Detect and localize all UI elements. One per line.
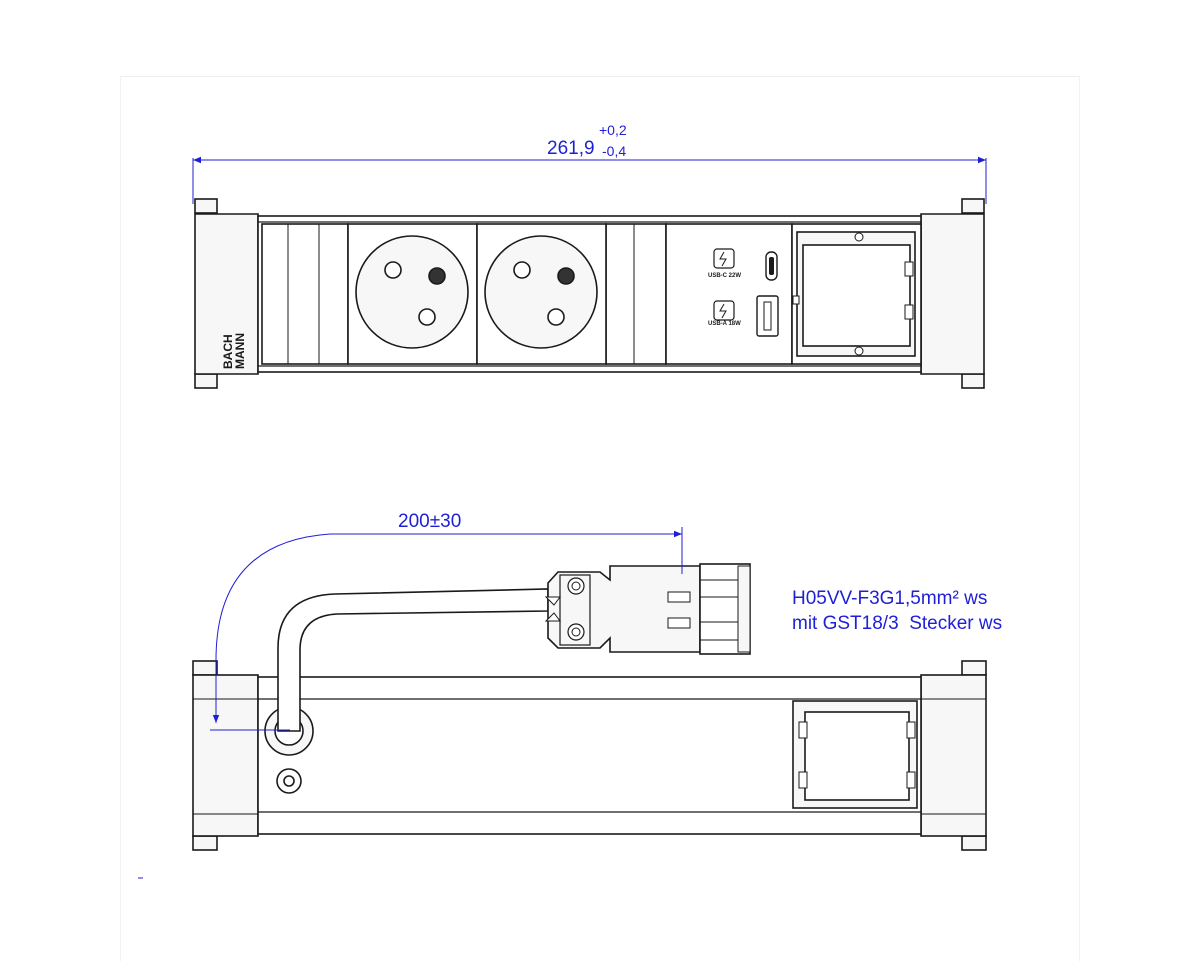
end-tab-bottom-right xyxy=(961,373,985,389)
socket-2 xyxy=(476,223,607,365)
usb-a-label: USB-A 18W xyxy=(708,321,741,327)
blank-insert-left xyxy=(261,223,349,365)
side-end-cap-right xyxy=(920,674,987,837)
cable-note-line1: H05VV-F3G1,5mm² ws xyxy=(792,588,988,609)
width-tolerance-plus: +0,2 xyxy=(599,122,627,138)
end-tab-bottom-left xyxy=(194,373,218,389)
drawing-frame xyxy=(120,76,1080,961)
blank-insert-middle xyxy=(605,223,667,365)
socket-1 xyxy=(347,223,478,365)
data-module-frame xyxy=(791,223,922,365)
cable-length-dimension xyxy=(210,527,683,731)
width-dimension-value: 261,9 xyxy=(547,138,595,159)
end-cap-right xyxy=(920,213,985,375)
brand-logo-line2: MANN xyxy=(233,333,247,369)
width-dimension xyxy=(192,156,987,204)
brand-logo-line1: BACH xyxy=(221,334,235,369)
cable-note-line2: mit GST18/3 Stecker ws xyxy=(792,613,1003,634)
end-cap-left xyxy=(194,213,259,375)
end-tab-top-left xyxy=(194,198,218,214)
brand-logo: BACH MANN xyxy=(221,333,247,369)
end-tab-top-right xyxy=(961,198,985,214)
gst18-connector xyxy=(544,563,751,655)
cable-length-value: 200±30 xyxy=(398,511,462,532)
top-view xyxy=(192,156,987,389)
usb-c-label: USB-C 22W xyxy=(708,273,742,279)
width-tolerance-minus: -0,4 xyxy=(602,143,627,159)
usb-module xyxy=(665,223,793,365)
